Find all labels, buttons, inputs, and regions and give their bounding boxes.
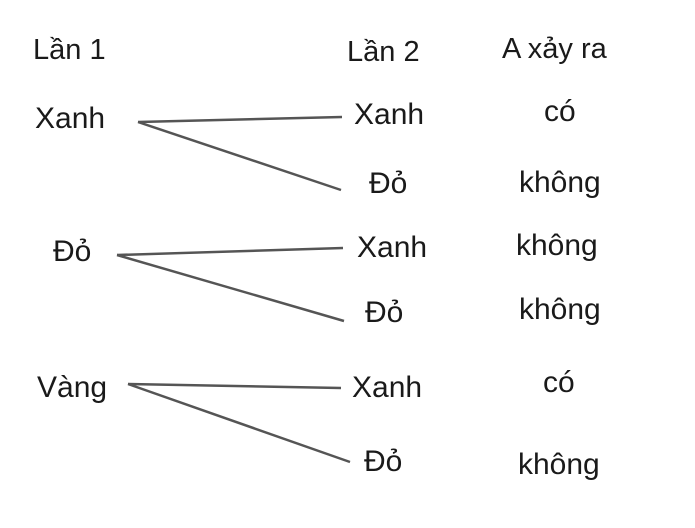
outcome-a-1: có	[544, 95, 576, 128]
outcome-a-4: không	[519, 293, 601, 326]
header-a-xay-ra: A xảy ra	[502, 33, 607, 65]
node-second-xanh-3: Xanh	[352, 371, 423, 404]
edge-xanh-to-do	[137, 120, 342, 192]
header-lan-2: Lần 2	[347, 36, 420, 68]
node-first-xanh: Xanh	[35, 102, 106, 135]
edge-xanh-to-xanh	[137, 115, 343, 124]
edge-vang-to-xanh	[127, 382, 342, 390]
outcome-a-6: không	[518, 448, 600, 481]
edge-do-to-xanh	[116, 246, 344, 257]
node-first-do: Đỏ	[53, 235, 92, 268]
outcome-a-3: không	[516, 229, 598, 262]
edge-vang-to-do	[127, 382, 351, 464]
node-second-xanh-1: Xanh	[354, 98, 425, 131]
node-second-do-2: Đỏ	[365, 296, 404, 329]
node-first-vang: Vàng	[37, 371, 108, 404]
node-second-do-1: Đỏ	[369, 167, 408, 200]
outcome-a-5: có	[543, 366, 575, 399]
node-second-do-3: Đỏ	[364, 445, 403, 478]
edge-do-to-do	[116, 253, 345, 323]
node-second-xanh-2: Xanh	[357, 231, 428, 264]
outcome-a-2: không	[519, 166, 601, 199]
header-lan-1: Lần 1	[33, 34, 106, 66]
